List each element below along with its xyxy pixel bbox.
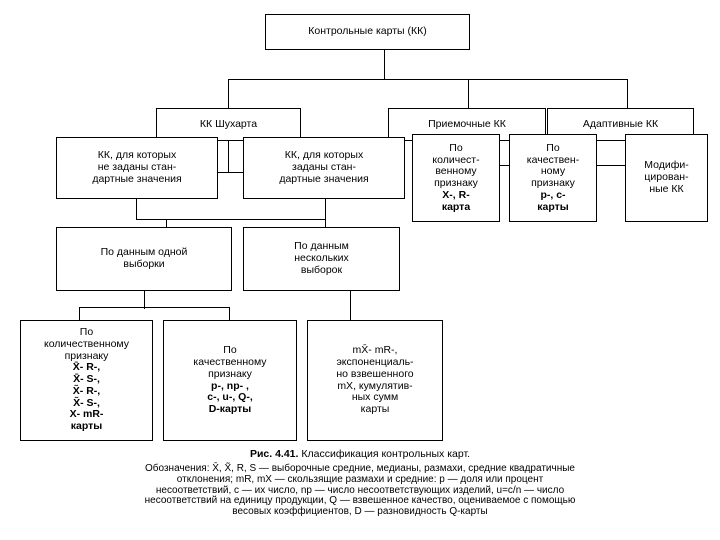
legend-line-2: отклонения; mR, mX — скользящие размахи … [176,473,544,485]
node-with-standards-label: КК, для которых заданы стан- дартные зна… [279,149,369,185]
legend-line-5: весовых коэффициентов, D — разновидность… [232,506,488,518]
connector-root-stem [384,50,386,80]
legend-line-3: несоответствий, c — их число, np — число… [155,484,565,496]
node-multiple-samples-label: По данным нескольких выборок [294,240,349,276]
node-shewhart-label: КК Шухарта [199,117,258,130]
connector-level2-bus [228,79,628,81]
node-quantitative-acceptance-symbols: Х-, R- карта [441,188,471,213]
connector-level4-bus [136,219,326,221]
node-no-standards-label: КК, для которых не заданы стан- дартные … [92,149,182,185]
node-adaptive-label: Адаптивные КК [582,117,659,130]
node-quantitative-acceptance-head: По количест- венному признаку [432,141,480,189]
connector-level3left-bus [136,172,326,174]
connector-level2-drop-3 [627,79,629,109]
connector-level5-drop-2 [229,307,231,321]
connector-withstd-down [325,199,327,220]
legend-line-1: Обозначения: X̄, X̃, R, S — выборочные с… [145,463,575,474]
connector-level5-drop-1 [79,307,81,321]
node-multiple-samples: По данным нескольких выборок [243,227,400,291]
node-quantitative-shewhart-head: По количественному признаку [43,326,129,362]
node-modified: Модифи- цирован- ные КК [625,134,708,222]
node-quantitative-acceptance: По количест- венному признаку Х-, R- кар… [412,134,500,222]
connector-level5-bus [79,307,230,309]
legend-line-4: несоответствий на единицу продукции, Q —… [144,495,576,507]
figure-caption: Рис. 4.41. Классификация контрольных кар… [0,448,720,460]
node-with-standards: КК, для которых заданы стан- дартные зна… [243,137,405,199]
node-qualitative-acceptance: По качествен- ному признаку p-, c- карты [509,134,597,222]
node-qualitative-shewhart: По качественному признаку p-, np- , c-, … [163,320,297,441]
node-qualitative-acceptance-head: По качествен- ному признаку [526,141,580,189]
node-qualitative-shewhart-symbols: p-, np- , c-, u-, Q-, D-карты [207,379,253,415]
node-multisample-charts-head: mX̄- mR-, экспоненциаль- но взвешенного … [336,344,414,415]
connector-level2-drop-2 [468,79,470,109]
node-no-standards: КК, для которых не заданы стан- дартные … [56,137,218,199]
node-root: Контрольные карты (КК) [265,14,470,50]
node-single-sample-label: По данным одной выборки [100,246,188,270]
figure-caption-number: Рис. 4.41. [249,448,299,460]
figure-caption-text: Классификация контрольных карт. [301,448,471,460]
node-modified-label: Модифи- цирован- ные КК [644,159,689,195]
connector-nostd-down [136,199,138,220]
node-quantitative-shewhart-symbols: X̄- R-, X̄- S-, X̃- R-, X̃- S-, X- mR- к… [69,361,104,432]
connector-multiple-down [350,291,352,321]
node-qualitative-shewhart-head: По качественному признаку [193,344,267,380]
node-shewhart: КК Шухарта [156,108,301,141]
node-multisample-charts: mX̄- mR-, экспоненциаль- но взвешенного … [307,320,443,441]
node-acceptance-label: Приемочные КК [428,117,506,130]
node-single-sample: По данным одной выборки [56,227,232,291]
connector-shewhart-stem [228,141,230,173]
connector-level2-drop-1 [228,79,230,109]
node-qualitative-acceptance-symbols: p-, c- карты [537,188,569,213]
figure-legend: Обозначения: X̄, X̃, R, S — выборочные с… [15,463,705,518]
node-root-label: Контрольные карты (КК) [308,25,427,38]
node-quantitative-shewhart: По количественному признаку X̄- R-, X̄- … [20,320,153,441]
connector-single-down [144,291,146,309]
